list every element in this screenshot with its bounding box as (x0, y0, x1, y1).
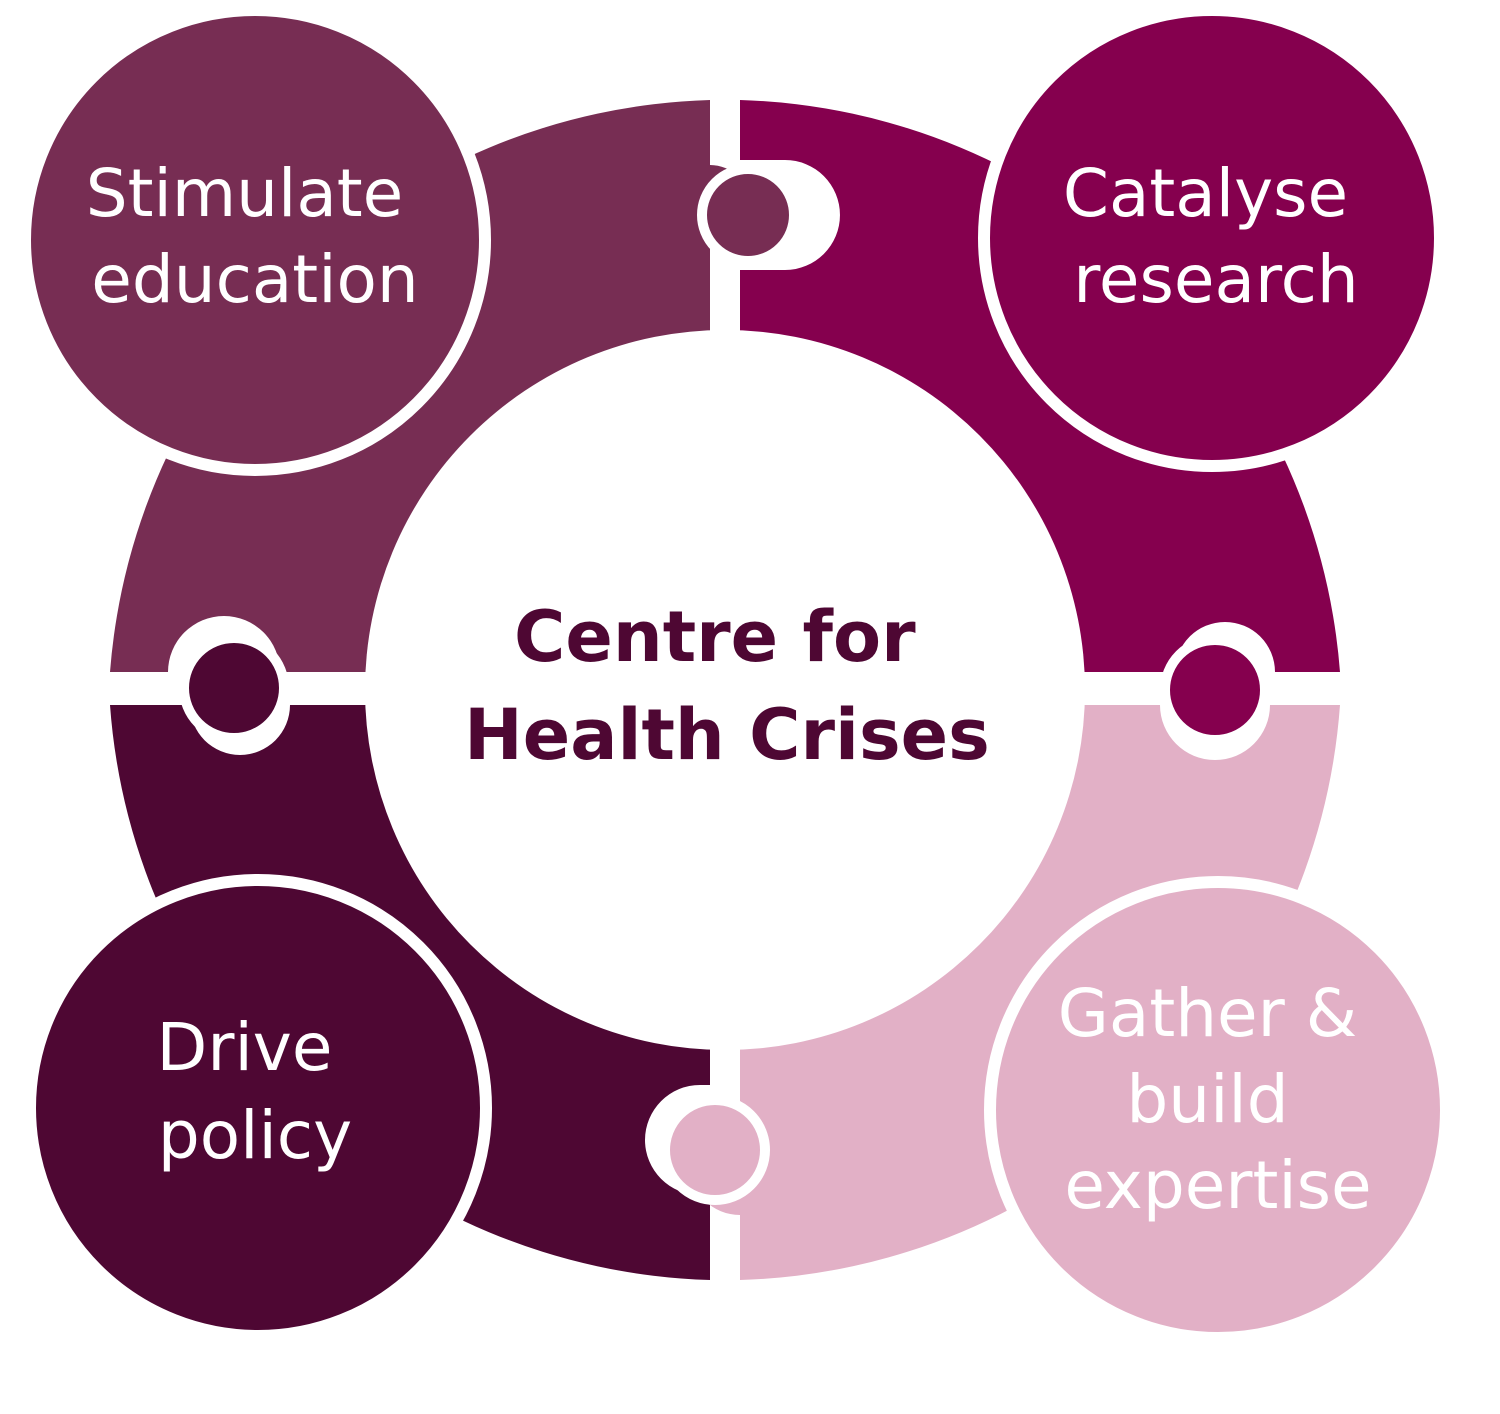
center-title-line: Health Crises (464, 694, 990, 776)
label-line: Stimulate (86, 155, 404, 232)
tab-left-connector (179, 633, 289, 743)
label-catalyse-research: Catalyse research (1063, 155, 1369, 318)
node-circle-catalyse-research (978, 4, 1446, 472)
label-line: policy (158, 1097, 352, 1174)
tab-right-connector (1160, 635, 1270, 745)
center-title-line: Centre for (514, 596, 916, 678)
label-drive-policy: Drive policy (157, 1009, 354, 1174)
tab-bottom-connector (660, 1095, 770, 1205)
tab-top-connector (697, 164, 799, 266)
center-hub (365, 330, 1085, 1050)
label-line: expertise (1064, 1147, 1371, 1224)
label-line: education (91, 241, 419, 318)
node-circle-gather-build-expertise (984, 876, 1452, 1344)
label-line: Catalyse (1063, 155, 1348, 232)
center-title: Centre for Health Crises (464, 596, 990, 776)
nodes (19, 4, 1452, 1344)
label-stimulate-education: Stimulate education (86, 155, 424, 318)
label-gather-build-expertise: Gather & build expertise (1058, 975, 1378, 1224)
node-circle-drive-policy (24, 874, 492, 1342)
node-circle-stimulate-education (19, 4, 491, 476)
ring-segment-gather-build-expertise (690, 705, 1340, 1280)
node-labels: Stimulate education Catalyse research Dr… (86, 155, 1378, 1224)
label-line: research (1073, 241, 1359, 318)
label-line: Drive (157, 1009, 333, 1086)
label-line: build (1126, 1061, 1288, 1138)
label-line: Gather & (1058, 975, 1357, 1052)
puzzle-tabs (179, 164, 1270, 1205)
